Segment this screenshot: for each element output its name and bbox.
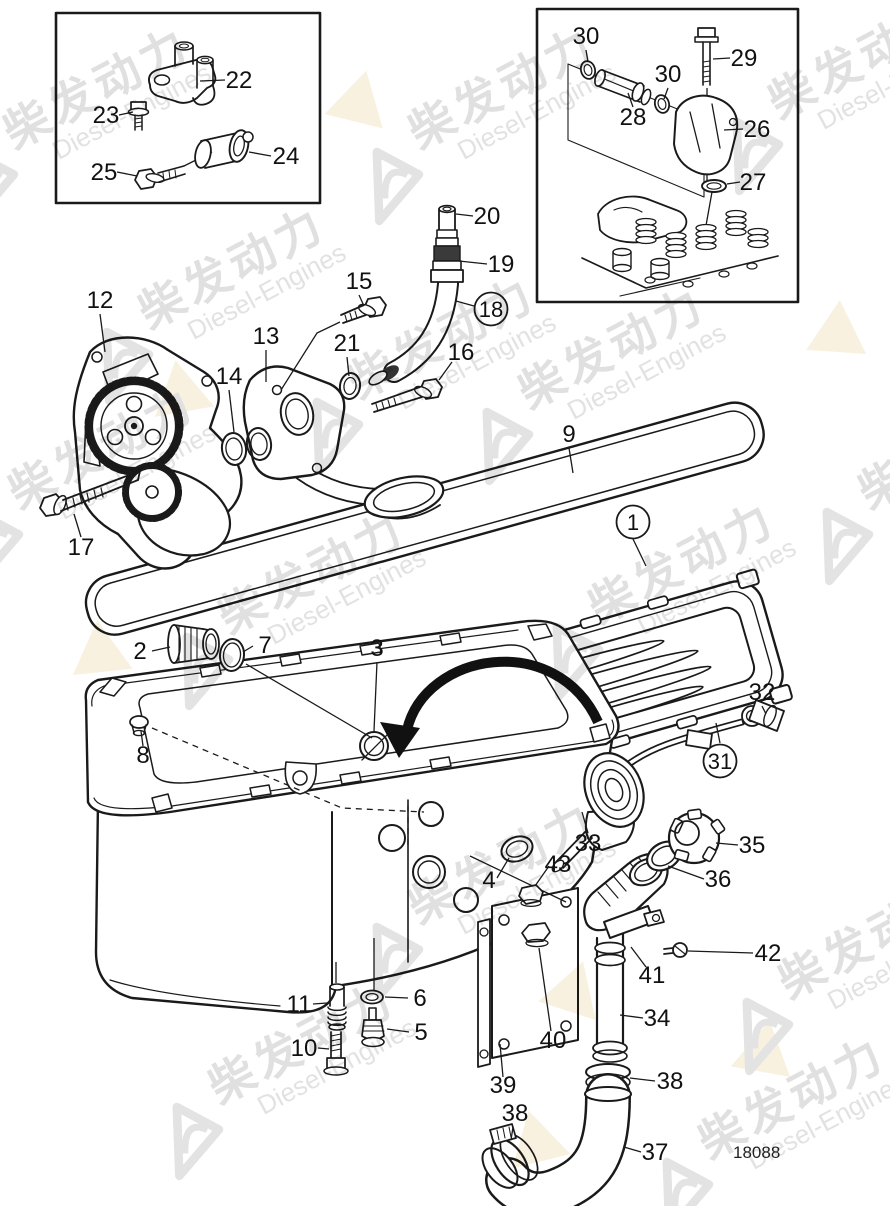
dipstick-guide-tube [368,204,464,386]
callout-23: 23 [93,102,120,129]
oil-filler-assembly [469,808,726,1206]
callout-40: 40 [540,1027,567,1054]
callout-12: 12 [87,287,114,314]
callout-41: 41 [639,962,666,989]
callout-circle-1 [615,504,651,540]
callout-33: 33 [575,830,602,857]
callout-16: 16 [448,339,475,366]
pickup-flange [242,365,445,520]
oil-drain-parts [323,983,385,1076]
callout-25: 25 [91,159,118,186]
callout-circle-18 [473,291,509,327]
callout-38b: 38 [502,1100,529,1127]
callout-28: 28 [620,104,647,131]
small-plug [129,715,149,737]
callout-5: 5 [414,1019,427,1046]
callout-36: 36 [705,866,732,893]
callout-17: 17 [68,534,95,561]
callout-3: 3 [370,635,383,662]
bolt-16 [371,378,443,413]
callout-13: 13 [253,323,280,350]
callout-39: 39 [490,1072,517,1099]
callout-1: 1 [627,510,639,535]
callout-7: 7 [258,632,271,659]
callout-22: 22 [226,67,253,94]
callout-10: 10 [291,1035,318,1062]
callout-37: 37 [642,1139,669,1166]
callout-9: 9 [562,421,575,448]
callout-14: 14 [216,363,243,390]
callout-24: 24 [273,143,300,170]
callout-2: 2 [133,638,146,665]
callout-6: 6 [413,985,426,1012]
callout-20: 20 [474,203,501,230]
callout-21: 21 [334,330,361,357]
callout-11: 11 [287,991,312,1018]
inset-box-sensor-detail [54,11,322,205]
callout-15: 15 [346,268,373,295]
callout-19: 19 [488,251,515,278]
callout-circle-31 [702,743,738,779]
valve-springs [612,209,769,281]
callout-34: 34 [644,1005,671,1032]
pump-bolt [39,470,141,517]
tube-seal-washer [338,372,362,400]
bolt-15 [280,296,387,391]
callout-8: 8 [136,742,149,769]
drawing-number: 18088 [733,1143,780,1162]
callout-18: 18 [479,297,503,322]
callout-30a: 30 [573,23,600,50]
callout-43: 43 [545,851,572,878]
pump-seal-ring [220,432,248,466]
callout-31: 31 [708,749,732,774]
callout-35: 35 [739,832,766,859]
callout-30b: 30 [655,61,682,88]
callout-27: 27 [740,169,767,196]
callout-38a: 38 [657,1068,684,1095]
callout-29: 29 [731,45,758,72]
inset-box-rocker-detail [535,7,800,304]
callout-26: 26 [744,116,771,143]
dipstick [551,699,785,873]
callout-32: 32 [749,679,776,706]
callout-42: 42 [755,940,782,967]
callout-4: 4 [482,867,495,894]
